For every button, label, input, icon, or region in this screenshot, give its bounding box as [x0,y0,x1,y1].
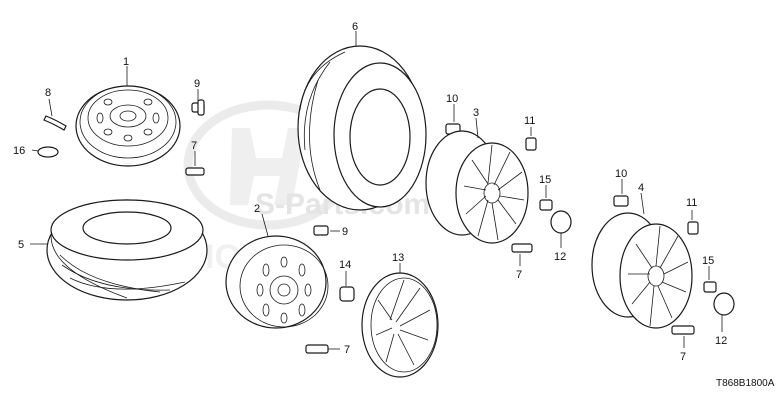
leader-lines [30,31,723,350]
lug-nut-15-left[interactable] [539,199,553,211]
callout-2[interactable]: 2 [254,203,260,215]
callout-3[interactable]: 3 [473,107,479,119]
alloy-wheel-4[interactable] [591,212,693,329]
callout-7-d[interactable]: 7 [680,351,686,363]
wheel-nut-7-mid[interactable] [511,243,533,253]
callout-13[interactable]: 13 [392,252,404,264]
diagram-code: T868B1800A [716,378,775,389]
tire-5[interactable] [46,199,208,301]
center-cap-12-right[interactable] [713,292,735,316]
callout-16[interactable]: 16 [13,145,25,157]
callout-12-b[interactable]: 12 [715,335,727,347]
wheel-nut-7-top[interactable] [185,167,205,176]
o-ring-16[interactable] [37,146,59,158]
callout-1[interactable]: 1 [123,56,129,68]
valve-9-mid[interactable] [313,225,329,236]
callout-12-a[interactable]: 12 [554,251,566,263]
lug-nut-14[interactable] [339,286,355,302]
callout-8[interactable]: 8 [45,87,51,99]
callout-15-b[interactable]: 15 [702,255,714,267]
steel-wheel-2[interactable] [225,235,329,329]
cap-11-right[interactable] [687,221,699,235]
callout-5[interactable]: 5 [18,239,24,251]
callout-labels: 1 2 3 4 5 6 7 7 7 7 8 9 9 10 10 11 11 12… [13,21,727,363]
steel-wheel-1[interactable] [75,85,181,167]
callout-7-a[interactable]: 7 [191,140,197,152]
callout-11-a[interactable]: 11 [524,115,535,127]
callout-9-b[interactable]: 9 [342,226,348,238]
tire-6[interactable] [297,45,427,211]
alloy-wheel-3[interactable] [425,130,529,244]
cap-11-left[interactable] [525,137,537,151]
callout-11-b[interactable]: 11 [686,197,697,209]
center-cap-12-left[interactable] [550,210,572,234]
valve-9-top[interactable] [191,99,205,116]
callout-14[interactable]: 14 [339,259,351,271]
wheel-nut-7-bottom[interactable] [305,344,329,354]
valve-10-right[interactable] [613,195,629,207]
balance-weight-8[interactable] [43,115,67,131]
callout-9-a[interactable]: 9 [194,78,200,90]
callout-15-a[interactable]: 15 [539,174,551,186]
callout-7-b[interactable]: 7 [344,344,350,356]
wheel-nut-7-right[interactable] [671,325,695,335]
callout-6[interactable]: 6 [352,21,358,33]
callout-4[interactable]: 4 [638,182,644,194]
callout-10-b[interactable]: 10 [615,168,627,180]
wheel-cover-13[interactable] [361,272,439,378]
callout-10-a[interactable]: 10 [446,93,458,105]
callout-7-c[interactable]: 7 [516,269,522,281]
lug-nut-15-right[interactable] [703,281,717,293]
